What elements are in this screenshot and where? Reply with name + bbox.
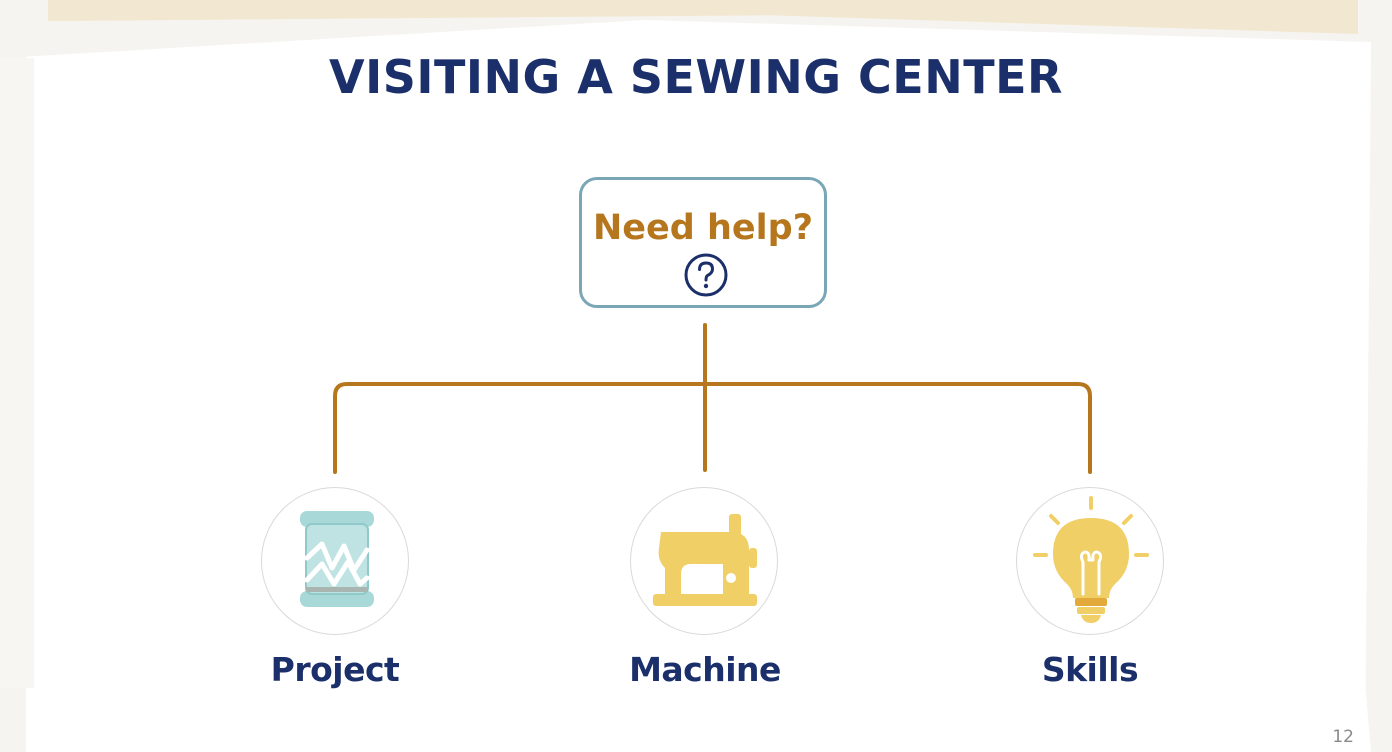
branch-label-machine: Machine: [629, 650, 781, 689]
sewing-machine-icon: [653, 514, 757, 606]
root-node-label: Need help?: [592, 208, 813, 248]
thread-spool-icon: [300, 511, 374, 607]
horizontal-branch-line: [333, 382, 1092, 474]
question-circle-icon: [684, 253, 728, 297]
page-number: 12: [1332, 727, 1354, 747]
lightbulb-icon: [1033, 496, 1149, 623]
root-node-need-help: Need help?: [579, 177, 827, 308]
branch-label-skills: Skills: [1041, 650, 1139, 689]
branch-node-project: [261, 487, 409, 635]
left-margin-strip: [0, 58, 34, 688]
branch-node-skills: [1016, 487, 1164, 635]
branch-label-project: Project: [270, 650, 400, 689]
branch-node-machine: [630, 487, 778, 635]
slide-title: VISITING A SEWING CENTER: [329, 50, 1063, 104]
